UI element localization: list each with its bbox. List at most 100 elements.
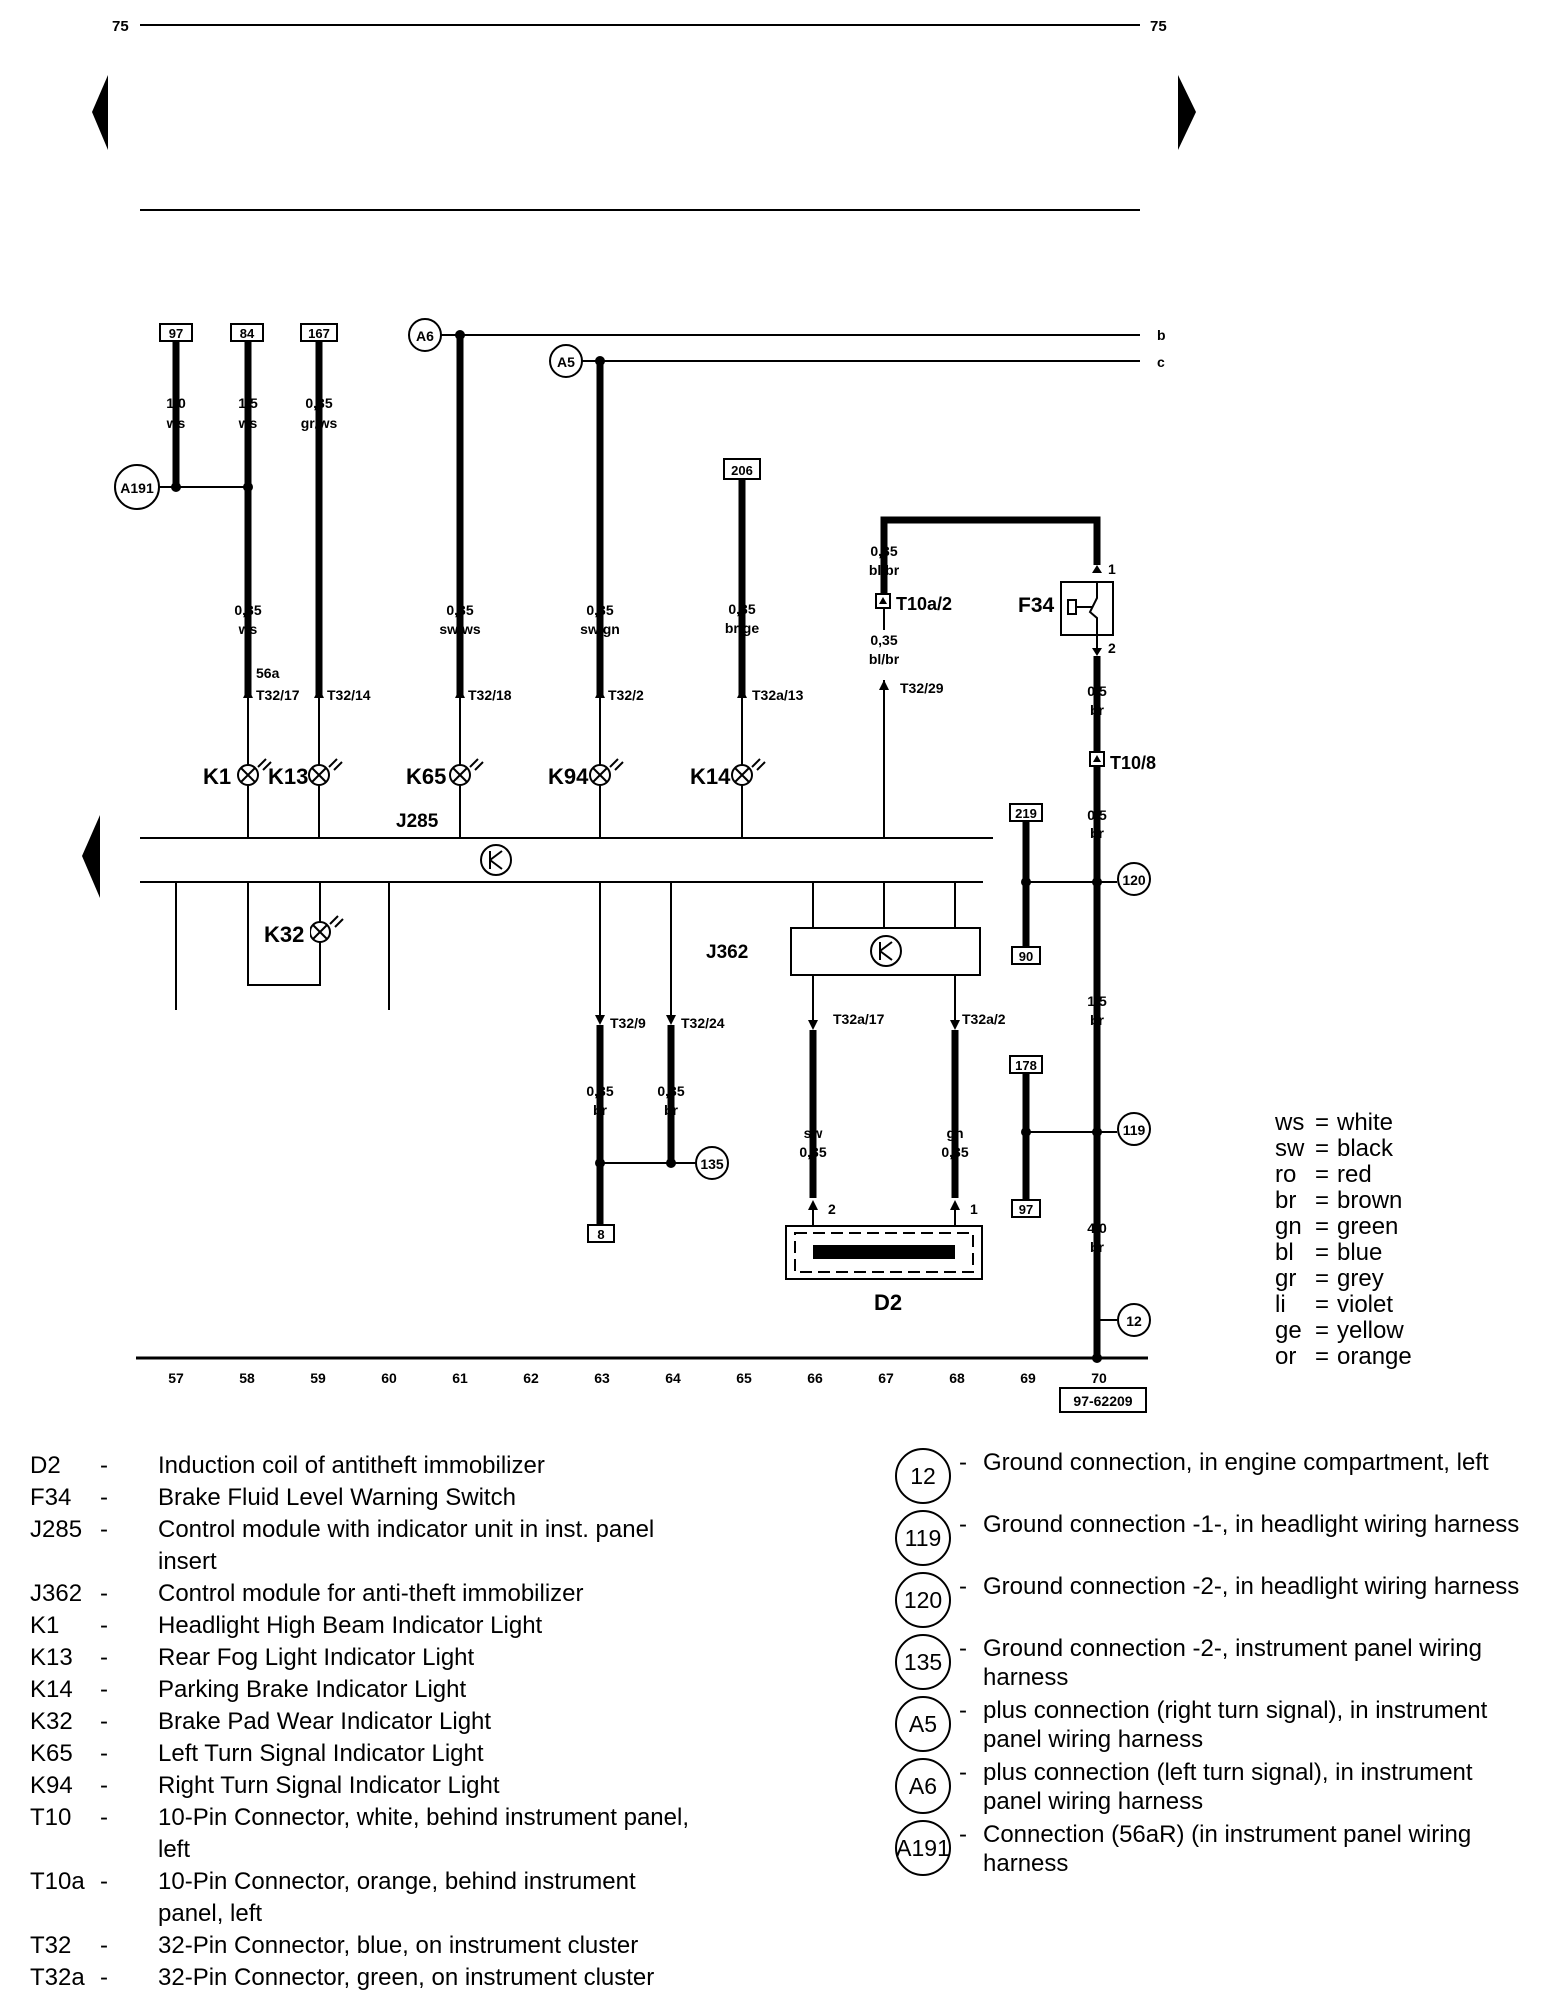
- connection-legend-row: 135-Ground connection -2-, instrument pa…: [895, 1634, 1545, 1692]
- legend-code: F34: [30, 1484, 72, 1511]
- ruler-number: 60: [381, 1370, 397, 1386]
- legend-description: Rear Fog Light Indicator Light: [158, 1644, 475, 1671]
- svg-text:br/ge: br/ge: [725, 620, 759, 636]
- label-k32: K32: [264, 922, 304, 947]
- legend-dash: -: [959, 1821, 967, 1848]
- svg-text:0,35: 0,35: [799, 1144, 826, 1160]
- continue-left-arrow[interactable]: [82, 815, 100, 898]
- legend-dash: -: [100, 1580, 108, 1607]
- terminal-219: 219: [1009, 803, 1043, 822]
- legend-description: Control module with indicator unit in in…: [158, 1516, 655, 1575]
- connection-description: Ground connection, in engine compartment…: [983, 1449, 1489, 1476]
- legend-code: K1: [30, 1612, 60, 1639]
- svg-text:97: 97: [169, 326, 183, 341]
- legend-code: D2: [30, 1452, 61, 1479]
- legend-code: K32: [30, 1708, 73, 1735]
- legend-code: T32a: [30, 1964, 85, 1991]
- legend-row: F34-Brake Fluid Level Warning Switch: [30, 1482, 750, 1514]
- color-abbr: gn: [1275, 1213, 1302, 1240]
- prev-page-arrow[interactable]: [92, 75, 108, 150]
- pin-t10a-2: T10a/2: [896, 594, 952, 614]
- svg-text:bl/br: bl/br: [869, 562, 900, 578]
- color-abbr: li: [1275, 1291, 1286, 1318]
- ground-135: 135: [695, 1146, 729, 1180]
- connection-code: 119: [895, 1510, 951, 1566]
- terminal-84: 84: [230, 323, 264, 342]
- equals-sign: =: [1315, 1265, 1330, 1292]
- color-name: black: [1337, 1135, 1394, 1162]
- legend-row: K65-Left Turn Signal Indicator Light: [30, 1738, 750, 1770]
- svg-text:0,35: 0,35: [870, 543, 897, 559]
- svg-text:135: 135: [700, 1156, 724, 1172]
- legend-row: D2-Induction coil of antitheft immobiliz…: [30, 1450, 750, 1482]
- legend-row: K32-Brake Pad Wear Indicator Light: [30, 1706, 750, 1738]
- connection-description: Ground connection -2-, instrument panel …: [983, 1635, 1482, 1691]
- ground-119: 119: [1117, 1112, 1151, 1146]
- pin-t32-29: T32/29: [900, 680, 944, 696]
- svg-text:90: 90: [1019, 949, 1033, 964]
- connection-code: 12: [895, 1448, 951, 1504]
- brake-fluid-switch-f34: [1060, 581, 1114, 636]
- label-j362: J362: [706, 942, 748, 963]
- legend-dash: -: [100, 1612, 108, 1639]
- svg-text:0,35: 0,35: [941, 1144, 968, 1160]
- legend-code: J362: [30, 1580, 83, 1607]
- color-key-row: bl=blue: [1275, 1240, 1412, 1266]
- connection-legend-row: 120-Ground connection -2-, in headlight …: [895, 1572, 1545, 1630]
- pin-d2-1: 1: [970, 1201, 978, 1217]
- color-name: yellow: [1337, 1317, 1404, 1344]
- svg-text:gn: gn: [946, 1125, 963, 1141]
- color-abbr: gr: [1275, 1265, 1297, 1292]
- lamp-k94: [589, 758, 624, 786]
- svg-text:0,35: 0,35: [870, 632, 897, 648]
- color-abbr: or: [1275, 1343, 1297, 1370]
- lamp-k32: [309, 915, 344, 943]
- j285-transistor-symbol: [480, 844, 512, 876]
- legend-row: T32a-32-Pin Connector, green, on instrum…: [30, 1962, 750, 1994]
- connection-a5: A5: [549, 344, 583, 378]
- svg-text:0,35: 0,35: [305, 395, 332, 411]
- legend-dash: -: [959, 1573, 967, 1600]
- color-abbr: ro: [1275, 1161, 1297, 1188]
- pin-f34-1: 1: [1108, 561, 1116, 577]
- lamp-k14: [731, 758, 766, 786]
- terminal-167: 167: [300, 323, 338, 342]
- equals-sign: =: [1315, 1239, 1330, 1266]
- svg-text:167: 167: [308, 326, 330, 341]
- legend-dash: -: [959, 1759, 967, 1786]
- svg-text:A191: A191: [120, 480, 154, 496]
- connection-legend: 12-Ground connection, in engine compartm…: [895, 1448, 1545, 1882]
- svg-text:1,5: 1,5: [238, 395, 258, 411]
- pin-t32-24: T32/24: [681, 1015, 725, 1031]
- svg-text:gr/ws: gr/ws: [301, 415, 338, 431]
- legend-dash: -: [100, 1740, 108, 1767]
- svg-text:sw/gn: sw/gn: [580, 621, 620, 637]
- svg-text:0,35: 0,35: [586, 602, 613, 618]
- connection-description: Ground connection -2-, in headlight wiri…: [983, 1573, 1520, 1600]
- svg-text:sw: sw: [804, 1125, 823, 1141]
- next-page-arrow[interactable]: [1178, 75, 1196, 150]
- legend-description: Brake Fluid Level Warning Switch: [158, 1484, 516, 1511]
- ruler-number: 58: [239, 1370, 255, 1386]
- pin-d2-2: 2: [828, 1201, 836, 1217]
- connection-description: plus connection (right turn signal), in …: [983, 1697, 1488, 1753]
- color-key-row: gr=grey: [1275, 1266, 1412, 1292]
- wire-end-b: b: [1157, 327, 1166, 343]
- connection-description: Ground connection -1-, in headlight wiri…: [983, 1511, 1520, 1538]
- legend-code: K14: [30, 1676, 73, 1703]
- color-name: red: [1337, 1161, 1372, 1188]
- induction-coil-d2: [785, 1225, 983, 1280]
- ruler-number: 62: [523, 1370, 539, 1386]
- ruler-number: 57: [168, 1370, 184, 1386]
- svg-text:br: br: [664, 1102, 679, 1118]
- connection-code: A6: [895, 1758, 951, 1814]
- color-key-row: gn=green: [1275, 1214, 1412, 1240]
- svg-text:178: 178: [1015, 1058, 1037, 1073]
- ruler-number: 61: [452, 1370, 468, 1386]
- svg-text:97-62209: 97-62209: [1073, 1393, 1132, 1409]
- svg-text:br: br: [1090, 1239, 1105, 1255]
- legend-dash: -: [959, 1449, 967, 1476]
- legend-description: 32-Pin Connector, green, on instrument c…: [158, 1964, 655, 1991]
- color-key-row: li=violet: [1275, 1292, 1412, 1318]
